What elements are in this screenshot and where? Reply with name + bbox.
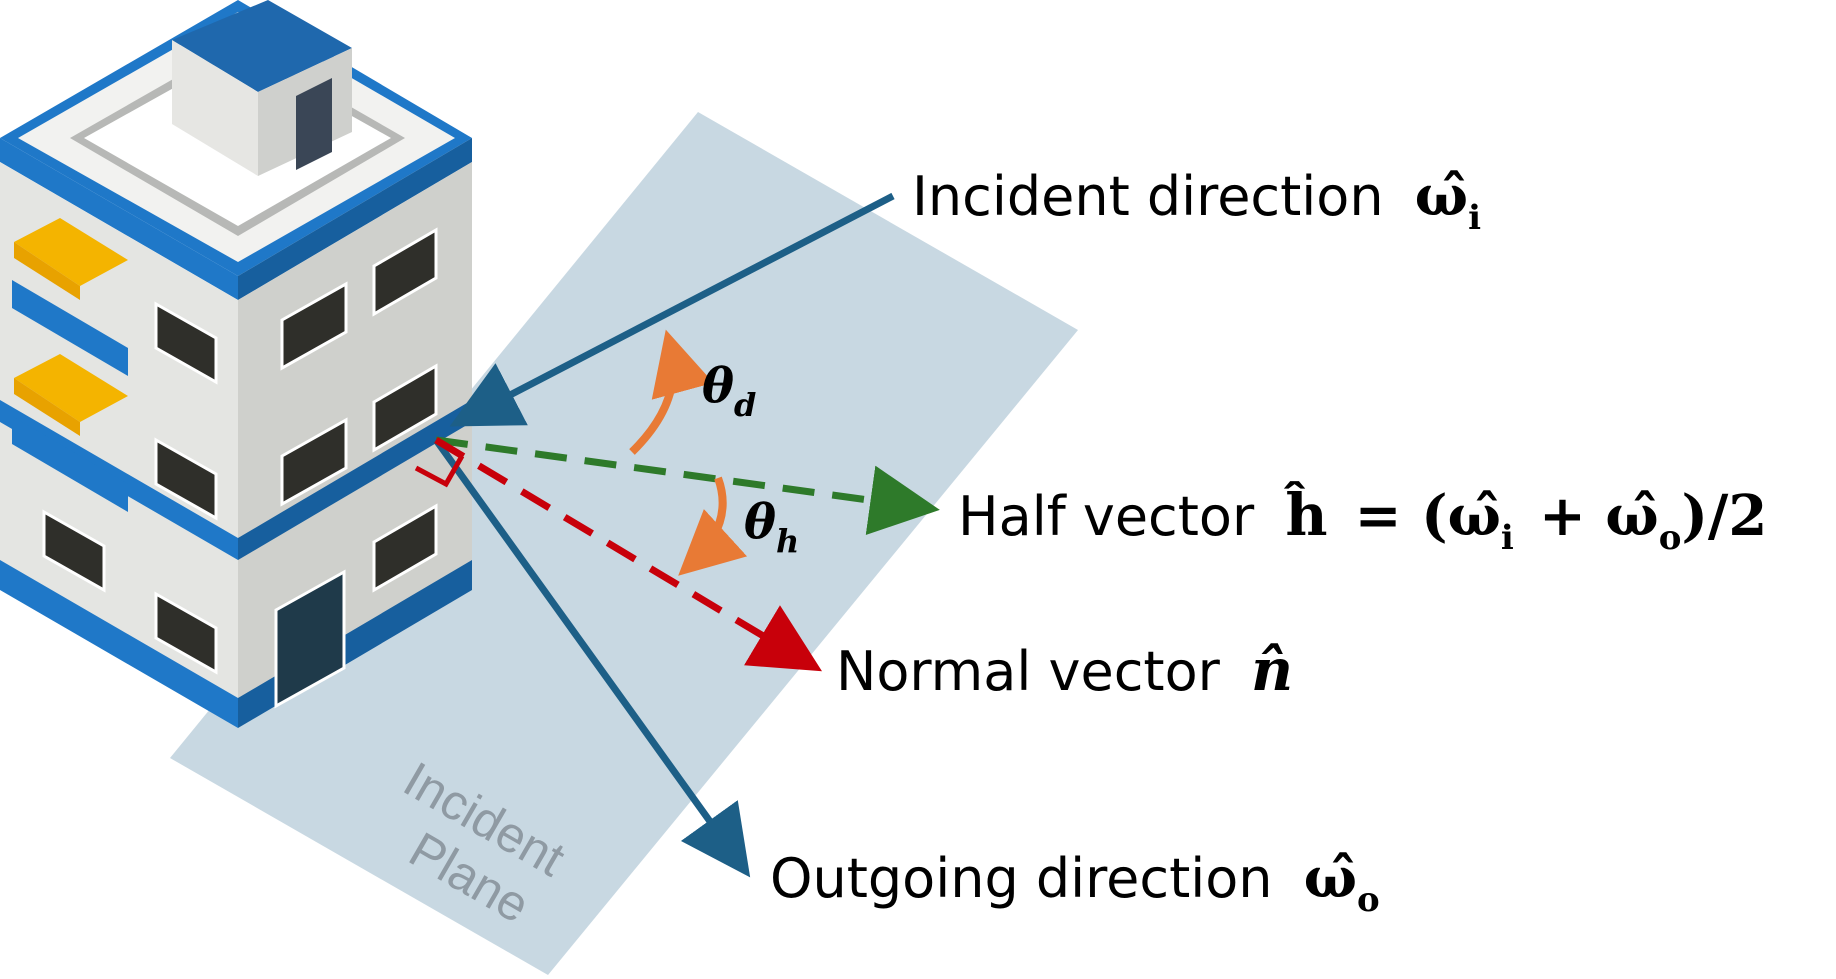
svg-text:Half vector ĥ = (ω: Half vector ĥ = (ω̂i + ω̂o)/2 — [958, 481, 1767, 562]
incident-symbol: ω̂ — [1415, 163, 1468, 229]
svg-text:Normal vector n̂: Normal vector n̂ — [836, 636, 1293, 704]
half-vector-label: Half vector ĥ = (ω̂i + ω̂o)/2 — [958, 481, 1767, 562]
theta-h-subscript: h — [776, 522, 799, 560]
theta-h-arc — [678, 476, 748, 576]
half-sub2: o — [1659, 518, 1682, 558]
outgoing-direction-arrow — [433, 437, 751, 878]
svg-text:Outgoing direction ω̂o: Outgoing direction ω̂o — [770, 845, 1380, 920]
half-sub1: i — [1501, 518, 1514, 558]
outgoing-subscript: o — [1357, 880, 1380, 920]
theta-h-label: θh — [744, 494, 799, 560]
svg-text:Incident direction ω̂i: Incident direction ω̂i — [912, 163, 1481, 238]
incident-label-text: Incident direction — [912, 165, 1384, 228]
theta-d-symbol: θ — [702, 358, 734, 414]
outgoing-symbol: ω̂ — [1304, 845, 1357, 911]
half-tail: )/2 — [1681, 483, 1767, 549]
half-vector-arrow — [435, 436, 940, 535]
theta-d-arc — [629, 329, 714, 455]
normal-label-text: Normal vector — [836, 640, 1221, 703]
normal-vector-arrow — [434, 436, 823, 672]
half-symbol: ĥ — [1283, 481, 1327, 549]
right-angle-mark — [414, 454, 465, 488]
incident-direction-label: Incident direction ω̂i — [912, 163, 1481, 238]
theta-h-symbol: θ — [744, 494, 776, 550]
outgoing-label-text: Outgoing direction — [770, 847, 1273, 910]
incident-direction-arrow — [449, 192, 895, 427]
outgoing-direction-label: Outgoing direction ω̂o — [770, 845, 1380, 920]
building-illustration — [0, 0, 472, 728]
incident-plane — [170, 112, 1078, 975]
normal-symbol: n̂ — [1251, 636, 1293, 704]
half-label-text: Half vector — [958, 485, 1255, 548]
theta-d-subscript: d — [734, 386, 756, 424]
incident-subscript: i — [1468, 198, 1481, 238]
theta-d-label: θd — [702, 358, 756, 424]
half-eq: = (ω̂ — [1355, 483, 1501, 549]
normal-vector-label: Normal vector n̂ — [836, 636, 1293, 704]
half-plus: + ω̂ — [1539, 483, 1659, 549]
